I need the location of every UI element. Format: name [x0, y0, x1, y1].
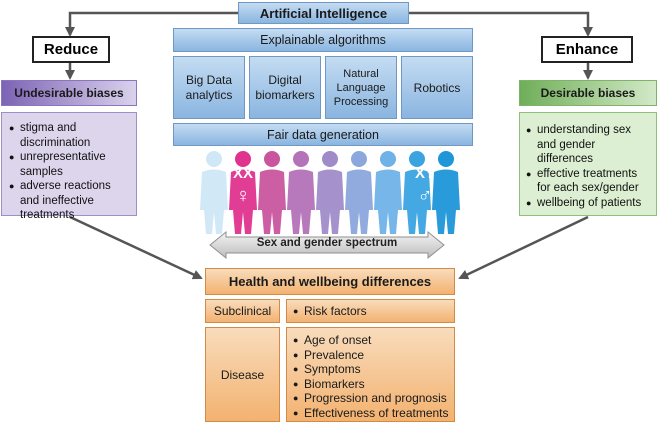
ai-title-box: Artificial Intelligence — [238, 2, 409, 24]
sex-gender-people-illustration — [200, 151, 460, 234]
disease-box: Disease — [205, 327, 280, 422]
list-item: stigma and discrimination — [9, 121, 131, 150]
male-symbol-icon: ♂ — [417, 185, 433, 207]
xy-label: XY — [414, 165, 435, 182]
arrow-desirable-to-health — [458, 215, 589, 280]
undesirable-biases-panel: stigma and discrimination unrepresentati… — [1, 112, 137, 221]
undesirable-biases-list: stigma and discrimination unrepresentati… — [9, 121, 131, 223]
list-item: Prevalence — [293, 348, 449, 363]
list-item: Effectiveness of treatments — [293, 406, 449, 421]
robotics-box: Robotics — [401, 56, 473, 119]
risk-factors-list: Risk factors — [293, 304, 367, 319]
fair-data-box: Fair data generation — [173, 123, 473, 146]
person-figure-icon — [403, 151, 431, 234]
list-item: Progression and prognosis — [293, 391, 449, 406]
ai-title: Artificial Intelligence — [259, 5, 388, 21]
desirable-biases-panel: understanding sex and gender differences… — [519, 112, 657, 216]
list-item: Age of onset — [293, 333, 449, 348]
undesirable-biases-header: Undesirable biases — [1, 80, 137, 106]
person-figure-icon — [200, 151, 228, 234]
list-item: Symptoms — [293, 362, 449, 377]
spectrum-double-arrow — [209, 230, 445, 260]
spectrum-label: Sex and gender spectrum — [256, 237, 398, 249]
arrow-ai-to-reduce — [65, 11, 238, 37]
list-item: adverse reactions and ineffective treatm… — [9, 179, 131, 223]
person-figure-icon — [345, 151, 373, 234]
list-item: Risk factors — [293, 304, 367, 319]
subclinical-box: Subclinical — [205, 299, 280, 323]
digital-biomarkers-box: Digital biomarkers — [249, 56, 321, 119]
arrow-ai-to-enhance — [409, 11, 593, 37]
list-item: Biomarkers — [293, 377, 449, 392]
disease-details-list: Age of onset Prevalence Symptoms Biomark… — [293, 333, 449, 420]
female-symbol-icon: ♀ — [235, 185, 251, 207]
person-figure-icon — [258, 151, 286, 234]
desirable-biases-header: Desirable biases — [519, 80, 657, 106]
arrow-undesirable-to-health — [69, 215, 203, 280]
disease-details-box: Age of onset Prevalence Symptoms Biomark… — [286, 327, 455, 422]
person-figure-icon — [316, 151, 344, 234]
risk-factors-box: Risk factors — [286, 299, 455, 323]
enhance-label: Enhance — [541, 36, 633, 63]
list-item: wellbeing of patients — [526, 196, 652, 211]
nlp-box: Natural Language Processing — [325, 56, 397, 119]
person-figure-icon — [374, 151, 402, 234]
explainable-algorithms-box: Explainable algorithms — [173, 28, 473, 52]
health-differences-header: Health and wellbeing differences — [205, 268, 455, 295]
list-item: effective treatments for each sex/gender — [526, 167, 652, 196]
list-item: understanding sex and gender differences — [526, 123, 652, 167]
person-figure-icon — [287, 151, 315, 234]
person-figure-icon — [229, 151, 257, 234]
xx-label: XX — [232, 165, 253, 182]
big-data-box: Big Data analytics — [173, 56, 245, 119]
person-figure-icon — [432, 151, 460, 234]
desirable-biases-list: understanding sex and gender differences… — [526, 123, 652, 210]
list-item: unrepresentative samples — [9, 150, 131, 179]
reduce-label: Reduce — [32, 36, 110, 63]
